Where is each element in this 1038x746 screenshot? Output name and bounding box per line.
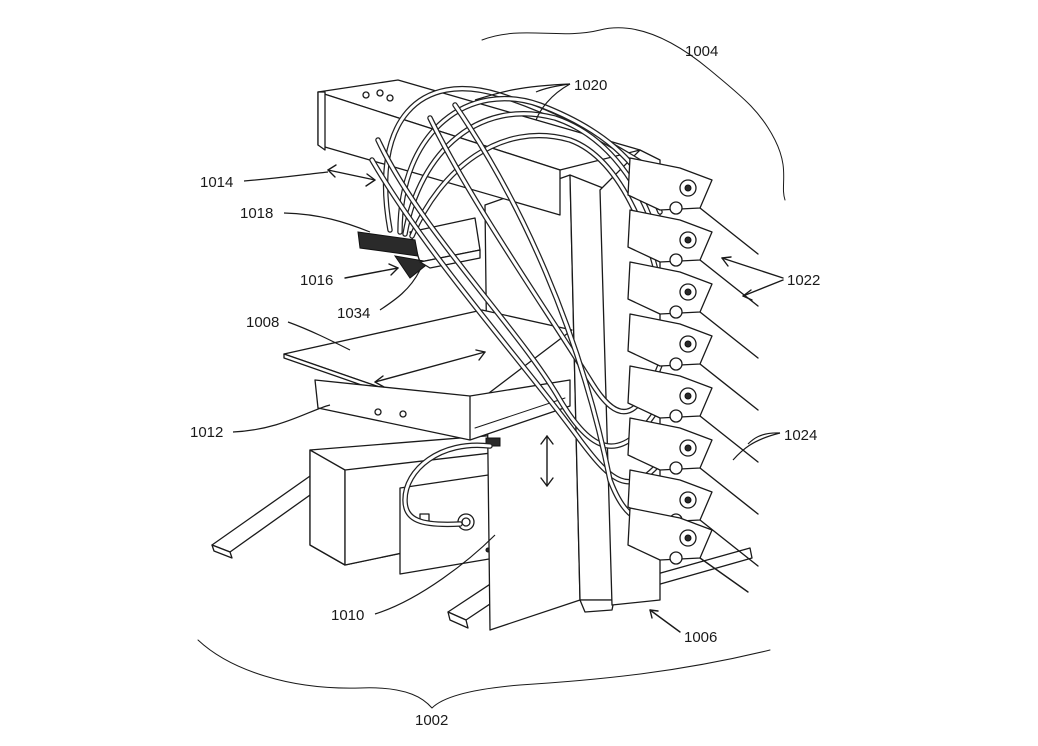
valve-stack [627, 157, 759, 593]
label-1006: 1006 [684, 629, 717, 646]
label-1002: 1002 [415, 712, 448, 729]
brace-1002 [197, 639, 771, 709]
motion-arrows [327, 164, 784, 633]
label-1008: 1008 [246, 314, 279, 331]
print-head [357, 217, 481, 279]
reference-labels: 1002 1004 1006 1008 1010 1012 1014 1016 … [190, 43, 820, 729]
leader-lines [232, 83, 781, 615]
label-1022: 1022 [787, 272, 820, 289]
brace-1004 [481, 27, 786, 201]
label-1034: 1034 [337, 305, 370, 322]
label-1016: 1016 [300, 272, 333, 289]
label-1018: 1018 [240, 205, 273, 222]
label-1014: 1014 [200, 174, 233, 191]
label-1004: 1004 [685, 43, 718, 60]
label-1020: 1020 [574, 77, 607, 94]
label-1024: 1024 [784, 427, 817, 444]
label-1010: 1010 [331, 607, 364, 624]
label-1012: 1012 [190, 424, 223, 441]
